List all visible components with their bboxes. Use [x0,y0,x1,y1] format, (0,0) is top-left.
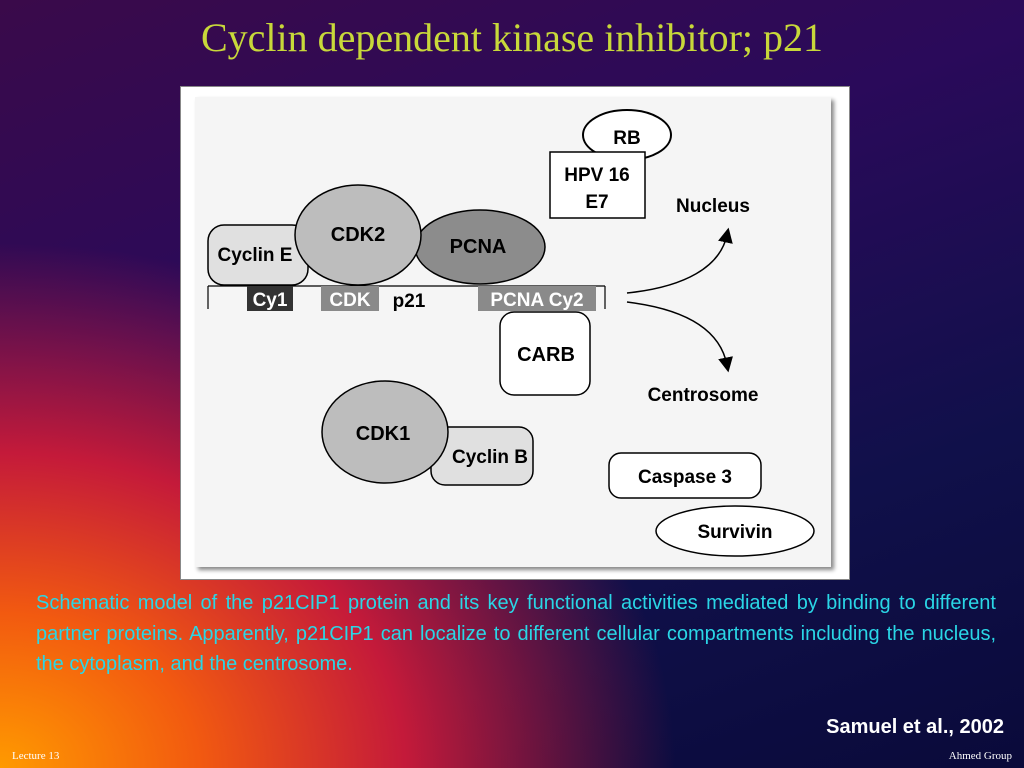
carb-node [499,311,591,396]
cyclin-b-label: Cyclin B [452,447,528,468]
cdk2-node [294,184,422,286]
p21-schematic-diagram: RB HPV 16 E7 Nucleus Cyclin E PCNA CDK2 … [207,109,815,557]
domain-cy1-label: Cy1 [253,290,288,311]
e7-label: E7 [585,192,608,213]
survivin-node [655,505,815,557]
cdk1-label: CDK1 [356,423,410,445]
figure-frame: RB HPV 16 E7 Nucleus Cyclin E PCNA CDK2 … [180,86,850,580]
cdk2-label: CDK2 [331,224,385,246]
arrow-to-centrosome [626,301,733,373]
survivin-label: Survivin [698,522,773,543]
caspase3-node [608,452,762,499]
carb-label: CARB [517,344,575,366]
slide-title: Cyclin dependent kinase inhibitor; p21 [200,15,824,60]
domain-pcna-cy2-label: PCNA Cy2 [490,290,583,311]
p21-label: p21 [393,291,426,312]
rb-label: RB [613,128,640,149]
cdk1-node [321,380,449,484]
caspase3-label: Caspase 3 [638,467,732,488]
domain-pcna-cy2 [478,286,596,311]
pcna-label: PCNA [450,236,507,258]
domain-cy1 [247,286,293,311]
hpv16-label: HPV 16 [564,165,629,186]
domain-cdk [321,286,379,311]
footer-lecture-label: Lecture 13 [12,750,60,762]
figure-caption: Schematic model of the p21CIP1 protein a… [36,592,996,675]
citation: Samuel et al., 2002 [826,716,1004,738]
nucleus-label: Nucleus [676,196,750,217]
hpv16-e7-box [549,151,646,219]
cyclin-e-label: Cyclin E [218,245,293,266]
centrosome-label: Centrosome [648,385,759,406]
figure-panel: RB HPV 16 E7 Nucleus Cyclin E PCNA CDK2 … [195,97,831,567]
domain-cdk-label: CDK [329,290,370,311]
footer-group-label: Ahmed Group [948,750,1012,762]
arrow-to-nucleus [626,227,733,294]
